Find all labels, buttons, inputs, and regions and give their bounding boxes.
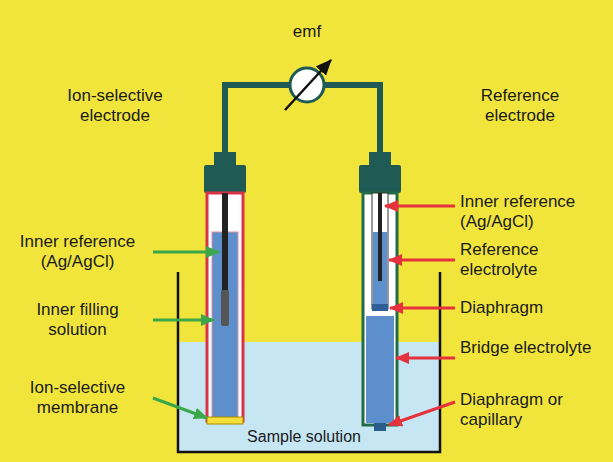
- diaphragm: [372, 304, 388, 311]
- wire: [225, 85, 290, 153]
- solution-label: Sample solution: [244, 427, 364, 447]
- reference-wire: [378, 193, 382, 281]
- part-label: Inner filling solution: [5, 300, 150, 340]
- part-label: Diaphragm: [460, 298, 600, 318]
- reference-wire: [222, 193, 228, 293]
- meter-arrow: [285, 60, 331, 110]
- part-label: Diaphragm or capillary: [460, 390, 600, 430]
- electrode-cap: [359, 165, 401, 193]
- signal-label: emf: [262, 22, 352, 42]
- electrode-cap: [204, 165, 246, 193]
- inner-tube: [372, 193, 388, 309]
- leader-arrow: [396, 357, 455, 360]
- part-label: Ion-selective membrane: [5, 378, 150, 418]
- leader-arrow: [153, 319, 214, 322]
- part-label: Inner reference (Ag/AgCl): [460, 192, 600, 232]
- capillary-tip: [374, 423, 386, 431]
- leader-arrow: [389, 259, 455, 262]
- electrode-title: Ion-selective electrode: [45, 86, 185, 126]
- part-label: Reference electrolyte: [460, 240, 600, 280]
- leader-arrow: [153, 398, 207, 418]
- bridge-electrolyte: [366, 316, 394, 423]
- agcl-element: [221, 290, 229, 326]
- part-label: Inner reference (Ag/AgCl): [5, 232, 150, 272]
- leader-arrow: [390, 307, 455, 310]
- electrode-cap: [214, 152, 236, 166]
- leader-arrow: [385, 205, 455, 208]
- part-label: Bridge electrolyte: [460, 338, 600, 358]
- electrode-cap: [369, 152, 391, 166]
- leader-arrow: [389, 402, 455, 425]
- electrode-title: Reference electrode: [450, 86, 590, 126]
- electrode-body: [207, 193, 243, 421]
- leader-arrow: [153, 251, 219, 254]
- wire: [324, 85, 380, 153]
- membrane: [207, 417, 243, 424]
